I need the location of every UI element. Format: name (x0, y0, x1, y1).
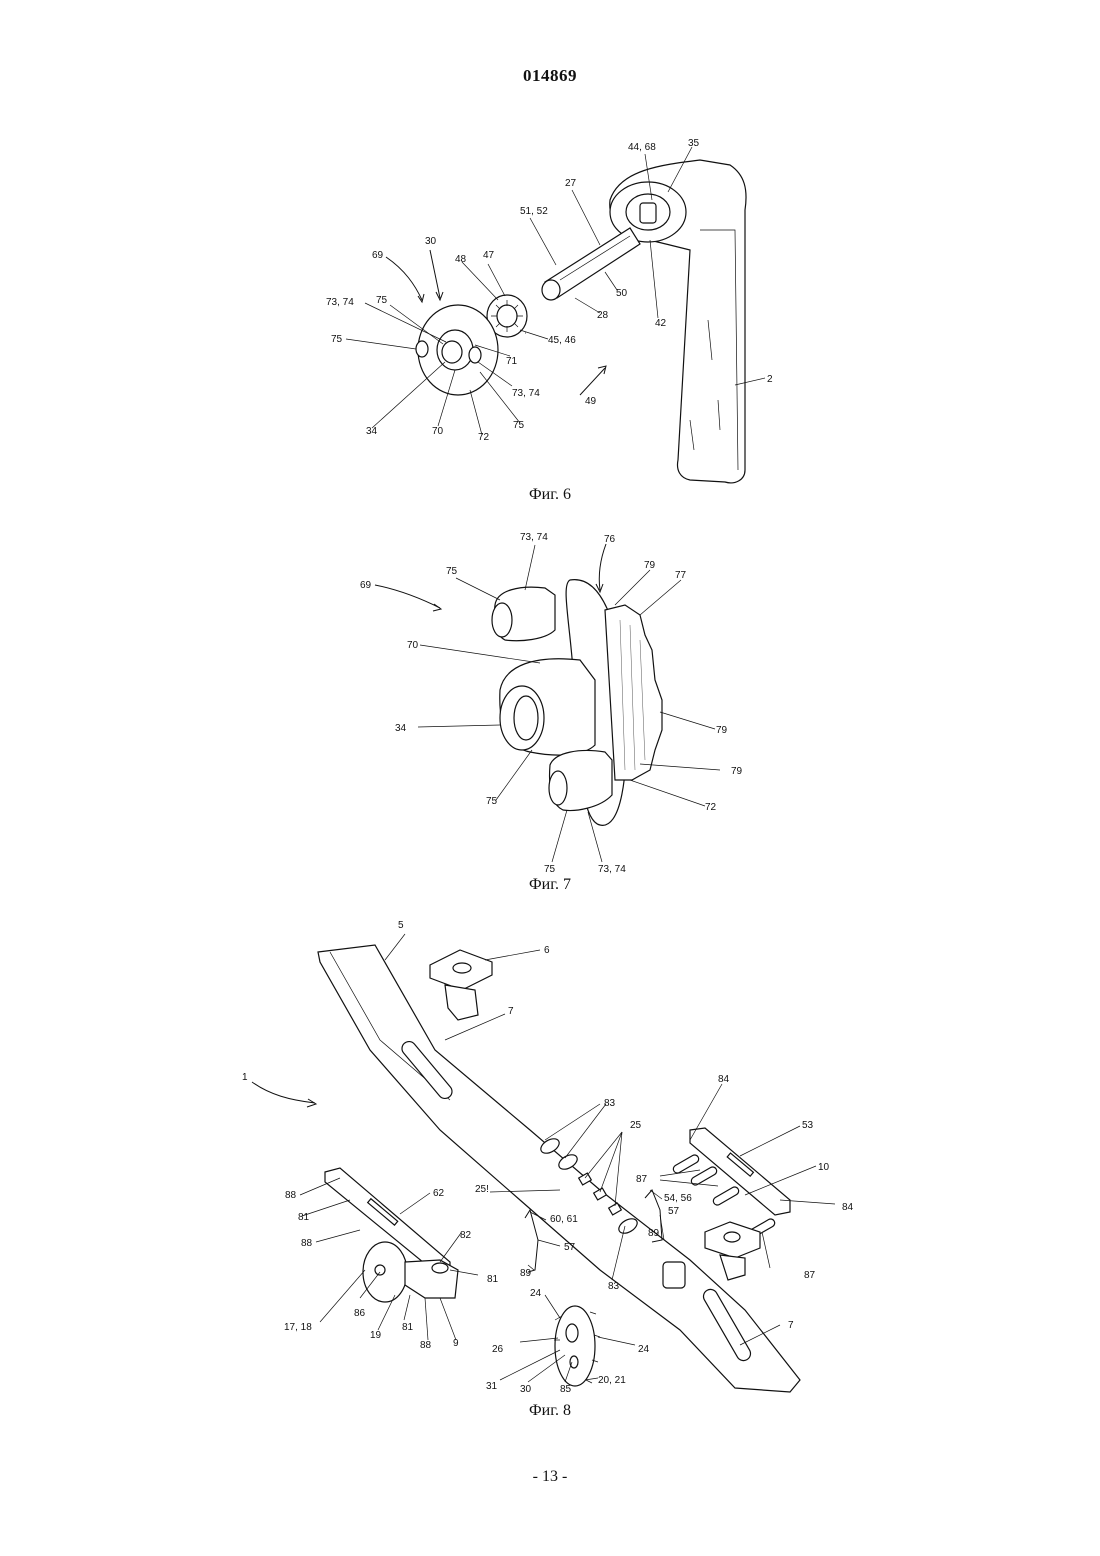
callout-label: 89 (648, 1228, 660, 1239)
callout-label: 60, 61 (550, 1214, 578, 1225)
figure-8-caption: Фиг. 8 (0, 1402, 1100, 1420)
callout-label: 6 (544, 945, 550, 956)
callout-label: 19 (370, 1330, 382, 1341)
callout-label: 7 (788, 1320, 794, 1331)
callout-label: 84 (842, 1202, 854, 1213)
callout-label: 82 (460, 1230, 472, 1241)
page-number: - 13 - (0, 1468, 1100, 1486)
callout-label: 26 (492, 1344, 504, 1355)
callout-label: 9 (453, 1338, 459, 1349)
callout-label: 85 (560, 1384, 572, 1395)
callout-label: 1 (242, 1072, 248, 1083)
callout-label: 84 (718, 1074, 730, 1085)
callout-label: 30 (520, 1384, 532, 1395)
callout-label: 10 (818, 1162, 830, 1173)
callout-label: 57 (564, 1242, 576, 1253)
callout-label: 57 (668, 1206, 680, 1217)
callout-label: 81 (298, 1212, 310, 1223)
callout-label: 31 (486, 1381, 498, 1392)
callout-label: 17, 18 (284, 1322, 312, 1333)
callout-label: 24 (530, 1288, 542, 1299)
callout-label: 88 (301, 1238, 313, 1249)
guide-piece-top (430, 950, 492, 1020)
callout-label: 87 (804, 1270, 816, 1281)
callout-label: 5 (398, 920, 404, 931)
callout-label: 25 (630, 1120, 642, 1131)
callout-label: 88 (285, 1190, 297, 1201)
callout-label: 87 (636, 1174, 648, 1185)
callout-label: 83 (604, 1098, 616, 1109)
callout-label: 83 (608, 1281, 620, 1292)
callout-label: 24 (638, 1344, 650, 1355)
callout-label: 25! (475, 1184, 489, 1195)
callout-label: 7 (508, 1006, 514, 1017)
callout-label: 62 (433, 1188, 445, 1199)
callout-label: 54, 56 (664, 1193, 692, 1204)
drive-gear-part (554, 1306, 600, 1386)
callout-label: 89 (520, 1268, 532, 1279)
callout-label: 20, 21 (598, 1375, 626, 1386)
callout-label: 81 (487, 1274, 499, 1285)
callout-label: 86 (354, 1308, 366, 1319)
callout-label: 53 (802, 1120, 814, 1131)
callout-label: 81 (402, 1322, 414, 1333)
bracket-right (663, 1128, 790, 1288)
callout-label: 88 (420, 1340, 432, 1351)
